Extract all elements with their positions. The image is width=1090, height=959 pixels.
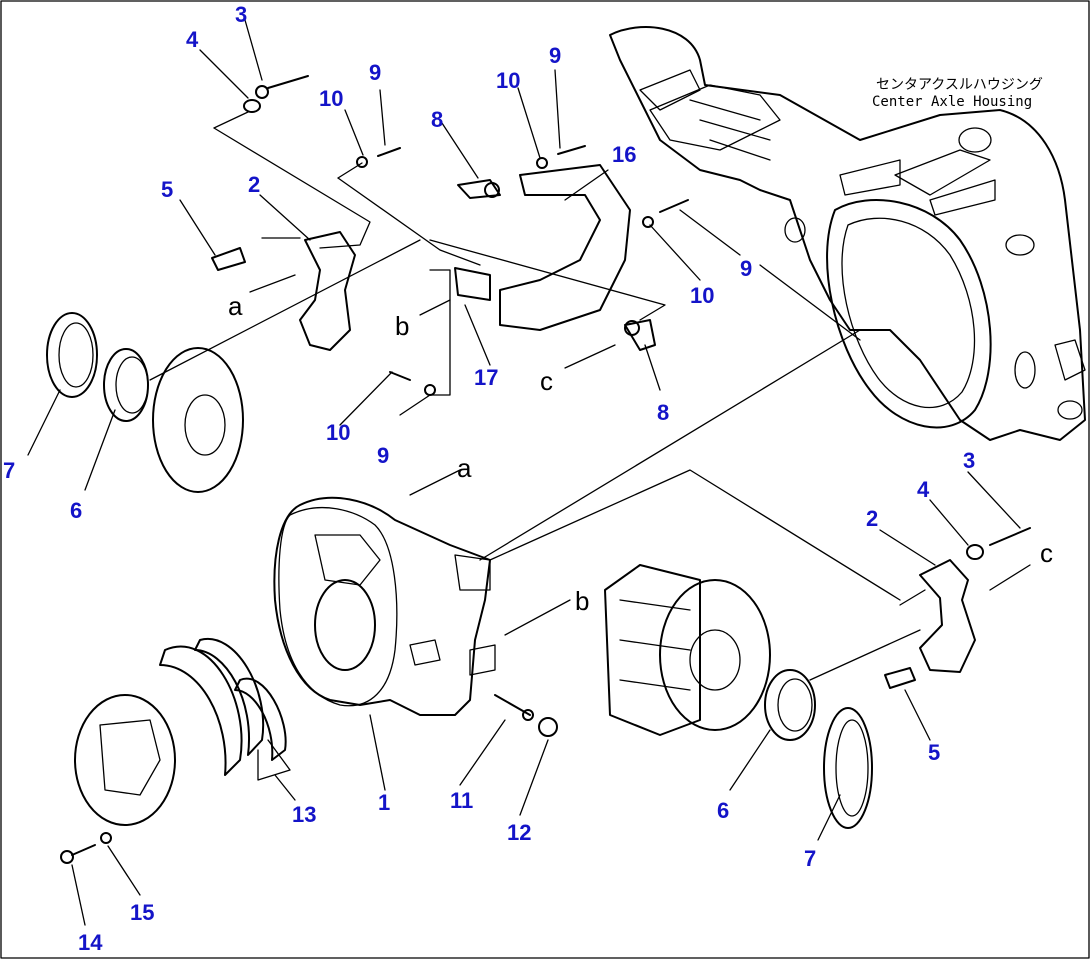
callout-2-right: 2 bbox=[866, 506, 878, 531]
callout-14: 14 bbox=[78, 930, 103, 955]
carrier-housing bbox=[273, 496, 496, 716]
left-bolt-3 bbox=[255, 75, 309, 99]
ref-letter-b-upper: b bbox=[395, 311, 409, 341]
callout-9-b: 9 bbox=[549, 43, 561, 68]
washer-10-c bbox=[642, 216, 654, 228]
callout-3-left: 3 bbox=[235, 2, 247, 27]
left-gear-flange bbox=[152, 347, 244, 493]
housing-label-en: Center Axle Housing bbox=[872, 94, 1032, 110]
shim-plates-13 bbox=[159, 637, 287, 776]
callout-16: 16 bbox=[612, 142, 636, 167]
right-washer-4 bbox=[966, 544, 984, 560]
differential-assembly bbox=[604, 564, 771, 736]
ref-letter-c-upper: c bbox=[540, 366, 553, 396]
callout-2-left: 2 bbox=[248, 172, 260, 197]
callout-15: 15 bbox=[130, 900, 154, 925]
bolt-9-d bbox=[389, 371, 411, 381]
left-bearing-cap-2 bbox=[299, 231, 356, 351]
bolt-14 bbox=[60, 844, 96, 864]
callout-3-right: 3 bbox=[963, 448, 975, 473]
callout-7-right: 7 bbox=[804, 846, 816, 871]
bracket-17 bbox=[454, 267, 491, 301]
cover-plate bbox=[74, 694, 176, 826]
bolt-9-b bbox=[557, 145, 586, 155]
callout-11: 11 bbox=[450, 788, 473, 813]
ref-letter-a-upper: a bbox=[228, 291, 243, 321]
ref-letter-a-lower: a bbox=[457, 453, 472, 483]
right-bolt-3 bbox=[989, 527, 1031, 546]
callout-5-right: 5 bbox=[928, 740, 940, 765]
right-seal-7 bbox=[823, 707, 873, 829]
callout-6-right: 6 bbox=[717, 798, 729, 823]
callout-10-a: 10 bbox=[319, 86, 343, 111]
callout-13: 13 bbox=[292, 802, 316, 827]
left-bearing-6 bbox=[103, 348, 149, 422]
right-bearing-cap-2 bbox=[919, 559, 976, 673]
callout-10-d: 10 bbox=[326, 420, 350, 445]
left-washer-4 bbox=[243, 99, 261, 113]
callout-10-c: 10 bbox=[690, 283, 714, 308]
lock-plate-8-lower bbox=[624, 319, 656, 351]
ref-letter-c-lower: c bbox=[1040, 538, 1053, 568]
bolt-9-c bbox=[659, 199, 689, 213]
callout-8-lower: 8 bbox=[657, 400, 669, 425]
guard-plate-16 bbox=[499, 164, 631, 331]
ref-letter-b-lower: b bbox=[575, 586, 589, 616]
leader-lines bbox=[27, 19, 1031, 926]
callout-4-left: 4 bbox=[186, 27, 199, 52]
washer-10-d bbox=[424, 384, 436, 396]
callout-5-left: 5 bbox=[161, 177, 173, 202]
callout-8-upper: 8 bbox=[431, 107, 443, 132]
callout-12: 12 bbox=[507, 820, 531, 845]
center-axle-housing bbox=[609, 26, 1086, 441]
lock-plate-8-upper bbox=[457, 179, 501, 199]
callout-9-d: 9 bbox=[377, 443, 389, 468]
stud-11 bbox=[494, 694, 534, 721]
bolt-9-a bbox=[377, 147, 401, 157]
left-bearing-seal-7 bbox=[46, 312, 98, 398]
right-bearing-6 bbox=[764, 669, 816, 741]
callout-10-b: 10 bbox=[496, 68, 520, 93]
washer-10-b bbox=[536, 157, 548, 169]
callout-7-left: 7 bbox=[3, 458, 15, 483]
washer-15 bbox=[100, 832, 112, 844]
callout-17: 17 bbox=[474, 365, 498, 390]
callout-4-right: 4 bbox=[917, 477, 930, 502]
washer-10-a bbox=[356, 156, 368, 168]
callout-1: 1 bbox=[378, 790, 390, 815]
left-pin-5 bbox=[211, 247, 246, 271]
housing-label-jp: センタアクスルハウジング bbox=[876, 77, 1043, 93]
right-pin-5 bbox=[884, 667, 916, 689]
callout-9-a: 9 bbox=[369, 60, 381, 85]
nut-12 bbox=[538, 717, 558, 737]
callout-9-c: 9 bbox=[740, 256, 752, 281]
callout-6-left: 6 bbox=[70, 498, 82, 523]
